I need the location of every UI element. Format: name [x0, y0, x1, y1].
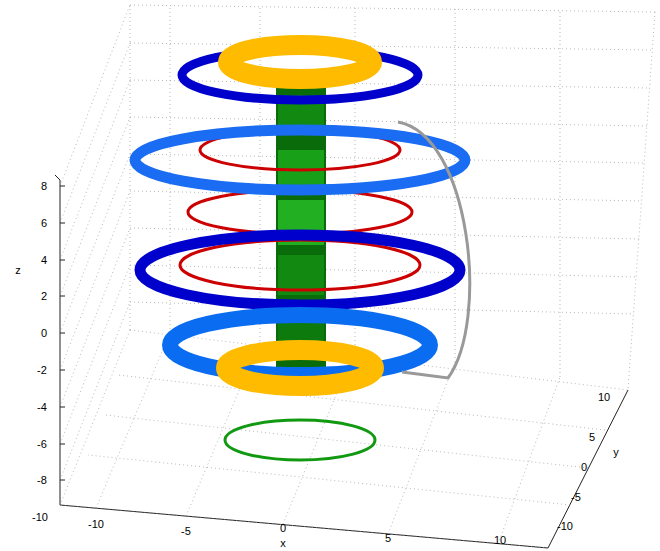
tick-label: -8 [37, 475, 47, 486]
ticks [60, 186, 65, 480]
tick-label: 2 [41, 291, 47, 302]
axis-label: z [15, 265, 21, 276]
central-solenoid [276, 69, 326, 375]
tick-label: -5 [571, 492, 581, 503]
tick-label: 4 [41, 255, 47, 266]
tick-label: 8 [41, 181, 47, 192]
red-coils [180, 130, 420, 290]
tick-label: -4 [37, 402, 47, 413]
tick-label: 0 [41, 328, 47, 339]
tick-label: 10 [494, 535, 506, 546]
tick-label: -5 [181, 526, 191, 537]
tick-label: -10 [88, 519, 104, 530]
axis-label: x [280, 538, 286, 549]
vessel-outline [398, 122, 470, 378]
blue-coils [135, 50, 465, 375]
tick-label: -2 [37, 365, 47, 376]
tick-label: -6 [37, 439, 47, 450]
tick-label: 6 [41, 218, 47, 229]
tick-label: 5 [385, 533, 391, 544]
tick-label: -10 [557, 521, 573, 532]
tick-label: 5 [589, 432, 595, 443]
tick-label: 0 [280, 523, 286, 534]
grid-lines [60, 5, 655, 548]
axis-box [55, 175, 628, 548]
yellow-coils [226, 45, 374, 386]
lower-field-coil [225, 420, 375, 460]
tick-label: -10 [32, 512, 48, 523]
axis-label: y [613, 447, 619, 458]
tick-label: 10 [598, 392, 610, 403]
tick-label: 0 [581, 462, 587, 473]
